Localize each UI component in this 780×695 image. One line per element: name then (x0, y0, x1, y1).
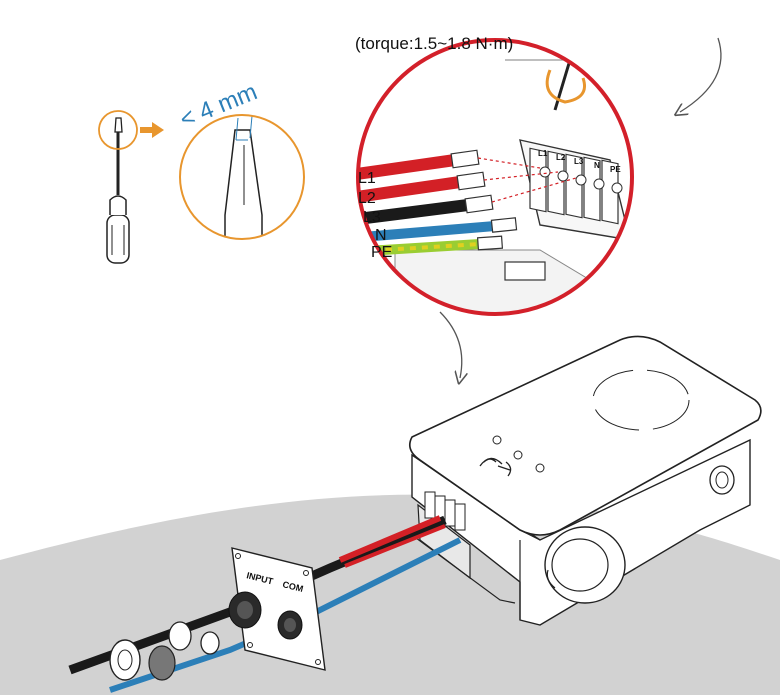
pcb-connector (504, 261, 546, 281)
charger-terminal-block (424, 491, 466, 531)
terminal-label-l2: L2 (556, 153, 566, 162)
gland-nut (148, 645, 176, 681)
gland-seal (200, 631, 220, 655)
terminal-label-l1: L1 (538, 149, 548, 158)
screwdriver-tip-highlight (98, 110, 138, 150)
rfid-icon (479, 457, 512, 477)
wire-label-l3: L3 (363, 209, 381, 226)
terminal-label-pe: PE (610, 165, 621, 174)
gland-label-com: COM (282, 579, 305, 594)
wiring-detail-callout: L1 L2 L3 N PE (356, 38, 634, 316)
magnify-arrow-icon (140, 122, 164, 138)
indicator-icon (513, 450, 523, 460)
wire-l2 (358, 171, 559, 204)
indicator-icon (535, 463, 545, 473)
rotation-arrow-icon (545, 69, 586, 104)
charging-socket (544, 526, 626, 604)
strip-length-label: < 4 mm (176, 78, 261, 133)
cable-gland-input (228, 591, 262, 629)
terminal-block: L1 L2 L3 N PE (519, 139, 631, 241)
cable-gland-com (277, 610, 303, 640)
wire-label-l2: L2 (358, 190, 376, 207)
curved-arrow-top-right-icon (680, 37, 722, 112)
emergency-knob (709, 465, 735, 495)
screwdriver-icon (106, 117, 130, 264)
wire-label-l1: L1 (358, 170, 376, 187)
wire-l1 (358, 149, 541, 181)
cable-red-bundle (338, 515, 442, 563)
terminal-label-l3: L3 (574, 157, 584, 166)
status-display-ring (592, 369, 690, 431)
gland-seal (168, 621, 192, 651)
terminal-label-n: N (594, 161, 600, 170)
wire-n (358, 217, 518, 243)
indicator-icon (492, 435, 502, 445)
tip-detail-callout: < 4 mm (176, 78, 305, 240)
torque-label: (torque:1.5~1.8 N·m) (355, 34, 513, 53)
cable-red-bundle-2 (344, 524, 446, 568)
wire-label-pe: PE (371, 244, 392, 261)
wire-label-n: N (375, 227, 387, 244)
gland-nut (109, 639, 141, 681)
curved-arrow-down-icon (439, 311, 462, 378)
wire-l3 (358, 177, 577, 226)
